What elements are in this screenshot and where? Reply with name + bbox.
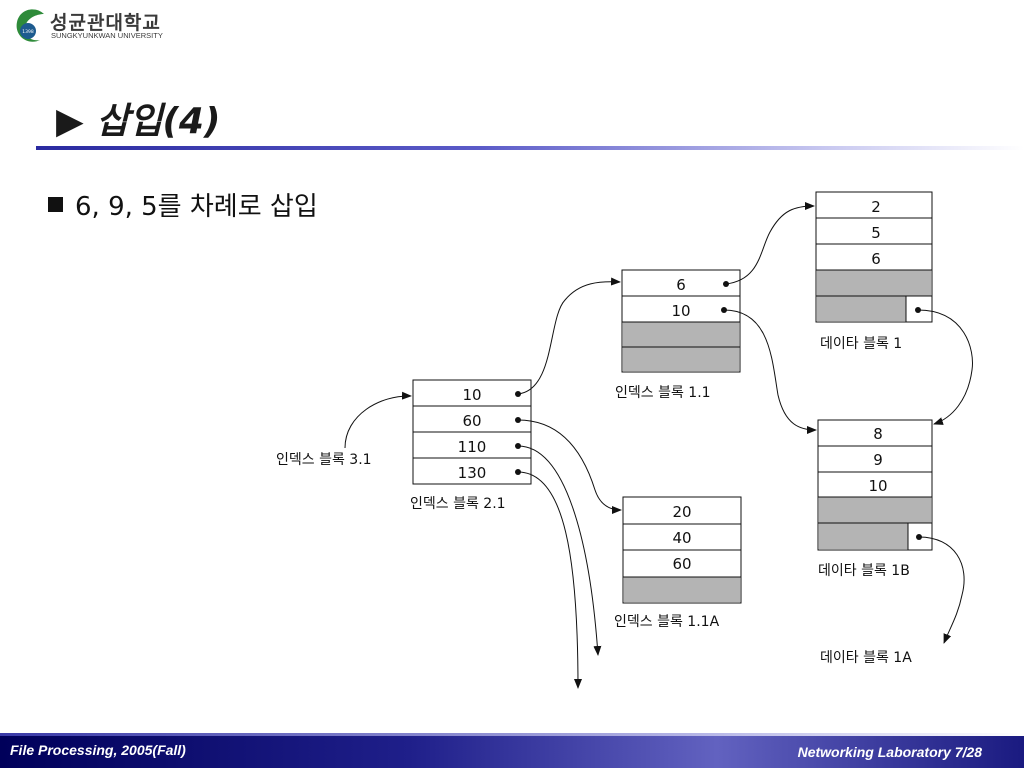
- index-1-1-key: 6: [676, 276, 686, 294]
- footer-page-info: Networking Laboratory 7/28: [797, 744, 982, 760]
- arrow-data-1-to-1b: [917, 309, 973, 425]
- index-block-1-1a: 20 40 60: [622, 496, 742, 604]
- square-bullet-icon: [48, 197, 63, 212]
- arrow-1-1-to-data-1b: [723, 309, 817, 434]
- index-block-2-1: 10 60 110 130: [412, 379, 532, 485]
- logo-year: 1398: [22, 29, 34, 35]
- data-1-key: 6: [871, 250, 881, 268]
- title-underline: [36, 146, 1024, 150]
- data-1b-key: 10: [868, 477, 887, 495]
- data-1b-key: 9: [873, 451, 883, 469]
- data-1b-key: 8: [873, 425, 883, 443]
- arrow-3-1-to-2-1: [344, 391, 412, 449]
- index-3-1-label: 인덱스 블록 3.1: [276, 452, 372, 468]
- arrow-2-1-to-1-1a: [517, 419, 622, 514]
- index-2-1-key: 110: [458, 438, 487, 456]
- logo-korean-text: 성균관대학교: [50, 12, 161, 34]
- index-1-1a-key: 40: [672, 529, 691, 547]
- index-1-1a-label: 인덱스 블록 1.1A: [614, 614, 720, 630]
- data-block-1b: 8 9 10: [817, 419, 933, 551]
- arrow-2-1-to-1-1: [517, 277, 621, 395]
- university-logo: 1398 성균관대학교 SUNGKYUNKWAN UNIVERSITY: [14, 6, 174, 46]
- bullet-item: 6, 9, 5를 차례로 삽입: [48, 186, 318, 223]
- footer-bar: [0, 736, 1024, 768]
- logo-english-text: SUNGKYUNKWAN UNIVERSITY: [51, 31, 163, 40]
- index-1-1a-key: 20: [672, 503, 691, 521]
- data-1b-label: 데이타 블록 1B: [818, 563, 910, 579]
- footer-course: File Processing, 2005(Fall): [10, 742, 186, 758]
- index-2-1-key: 10: [462, 386, 481, 404]
- data-1-label: 데이타 블록 1: [820, 336, 902, 352]
- index-2-1-key: 130: [458, 464, 487, 482]
- index-1-1-label: 인덱스 블록 1.1: [615, 385, 711, 401]
- data-1-key: 2: [871, 198, 881, 216]
- index-2-1-key: 60: [462, 412, 481, 430]
- emblem-icon: 1398: [16, 9, 44, 42]
- arrow-data-1b-to-1a: [918, 536, 965, 644]
- slide-title: ▶ 삽입(4): [56, 101, 221, 142]
- arrow-2-1-row4: [517, 471, 582, 689]
- footer-divider: [0, 733, 1024, 736]
- arrow-1-1-to-data-1: [725, 202, 815, 285]
- index-1-1a-key: 60: [672, 555, 691, 573]
- index-2-1-label: 인덱스 블록 2.1: [410, 496, 506, 512]
- data-1-key: 5: [871, 224, 881, 242]
- index-1-1-key: 10: [671, 302, 690, 320]
- index-block-1-1: 6 10: [621, 269, 741, 373]
- data-block-1: 2 5 6: [815, 191, 933, 323]
- bullet-text: 6, 9, 5를 차례로 삽입: [75, 192, 318, 222]
- data-1a-label: 데이타 블록 1A: [820, 650, 912, 666]
- arrow-2-1-row3: [517, 445, 602, 656]
